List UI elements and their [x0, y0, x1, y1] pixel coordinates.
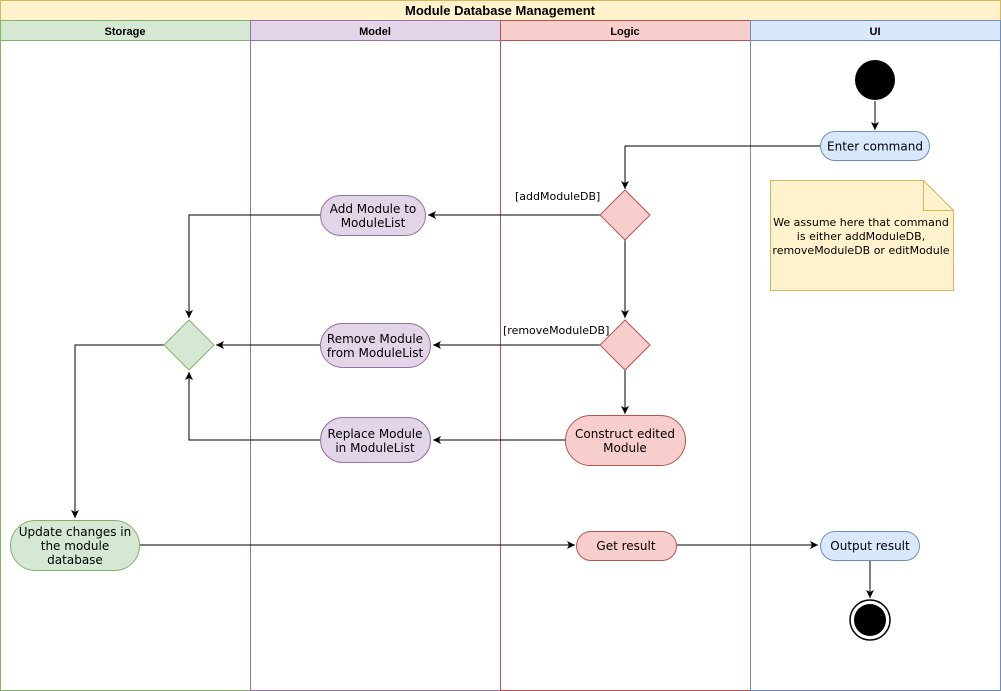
node-update-changes-line-1: Update changes in: [19, 525, 131, 539]
node-update-changes: Update changes in the module database: [10, 520, 140, 571]
node-output-result: Output result: [820, 531, 920, 561]
lane-label-ui: UI: [870, 26, 881, 38]
note-line-1: We assume here that command: [773, 216, 949, 229]
lane-label-model: Model: [359, 26, 391, 38]
diagram-title: Module Database Management: [405, 3, 596, 18]
node-construct-edited-line-2: Module: [603, 441, 647, 455]
node-add-module-line-1: Add Module to: [330, 202, 417, 216]
guard-add-module-db: [addModuleDB]: [515, 190, 600, 203]
edge-enter-to-decision1: [621, 145, 820, 189]
edge-replace-to-merge: [185, 372, 320, 441]
lane-storage: [0, 40, 251, 691]
note-line-2: is either addModuleDB,: [797, 230, 925, 243]
lane-header-storage: Storage: [0, 20, 251, 41]
node-enter-command: Enter command: [820, 131, 930, 161]
node-replace-module-line-1: Replace Module: [328, 427, 423, 441]
edge-add-to-merge: [185, 214, 320, 318]
node-remove-module: Remove Module from ModuleList: [320, 323, 431, 368]
lane-label-storage: Storage: [105, 26, 146, 38]
node-enter-command-label: Enter command: [827, 140, 923, 154]
diagram-title-bar: Module Database Management: [0, 0, 1001, 21]
node-add-module: Add Module to ModuleList: [320, 195, 426, 236]
node-update-changes-line-3: database: [47, 553, 103, 567]
node-get-result-label: Get result: [596, 539, 655, 553]
node-replace-module: Replace Module in ModuleList: [320, 417, 431, 463]
node-remove-module-line-1: Remove Module: [327, 332, 423, 346]
start-node: [855, 60, 895, 100]
node-construct-edited-module: Construct edited Module: [565, 415, 686, 466]
note-line-3: removeModuleDB or editModule: [772, 244, 949, 257]
node-remove-module-line-2: from ModuleList: [327, 346, 424, 360]
node-construct-edited-line-1: Construct edited: [575, 427, 675, 441]
merge-node: [163, 319, 215, 371]
node-add-module-line-2: ModuleList: [341, 216, 406, 230]
node-replace-module-line-2: in ModuleList: [335, 441, 415, 455]
note: We assume here that command is either ad…: [770, 180, 954, 291]
decision-node-add: [599, 189, 651, 241]
edges: [71, 101, 879, 598]
lane-header-logic: Logic: [500, 20, 751, 41]
guard-remove-module-db: [removeModuleDB]: [503, 324, 609, 337]
end-node: [849, 599, 891, 641]
lane-header-ui: UI: [750, 20, 1001, 41]
node-get-result: Get result: [576, 531, 677, 561]
edge-merge-to-update: [71, 344, 164, 518]
node-update-changes-line-2: the module: [41, 539, 109, 553]
decision-node-remove: [599, 319, 651, 371]
node-output-result-label: Output result: [830, 539, 910, 553]
lane-label-logic: Logic: [610, 26, 639, 38]
lane-header-model: Model: [250, 20, 501, 41]
